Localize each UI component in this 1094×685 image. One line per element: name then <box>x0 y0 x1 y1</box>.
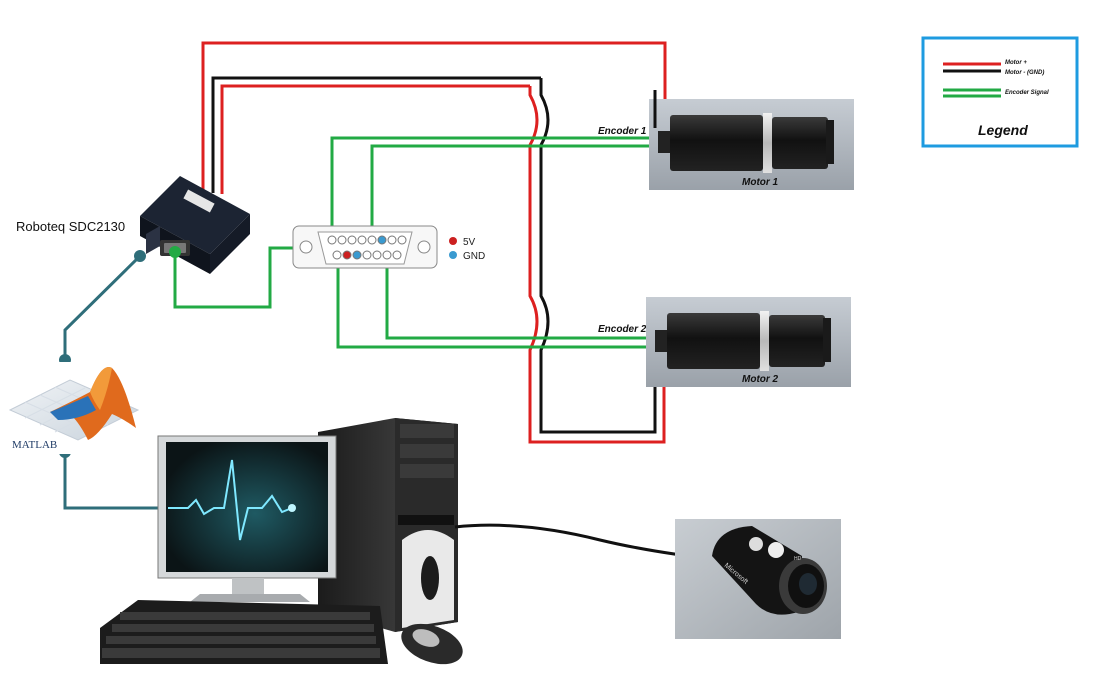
pin-11 <box>352 250 362 260</box>
motor-stubs <box>653 90 657 128</box>
pin-4 <box>357 235 367 245</box>
encoder1-wire-a <box>330 136 655 240</box>
motor-gnd-wire-1 <box>211 76 541 193</box>
motor-2 <box>646 297 851 387</box>
encoder2-wire-b <box>385 260 655 340</box>
legend: Motor + Motor - (GND) Encoder Signal Leg… <box>921 36 1079 148</box>
pin-2 <box>337 235 347 245</box>
link-controller-matlab <box>63 254 142 360</box>
motor-gnd-wire-1b <box>539 78 657 434</box>
encoder-wires <box>173 136 655 349</box>
legend-label-motor-gnd: Motor - (GND) <box>1005 70 1044 76</box>
encoder1-label: Encoder 1 <box>598 126 647 137</box>
monitor <box>157 435 337 602</box>
pin-1 <box>327 235 337 245</box>
heartbeat-line <box>168 459 293 541</box>
motor-plus-wire-inner-b <box>528 86 666 444</box>
pins-bottom <box>332 250 402 260</box>
link-matlab-pc <box>63 452 163 510</box>
pin-14 <box>382 250 392 260</box>
encoder2-wire-a <box>336 260 655 349</box>
legend-title: Legend <box>978 122 1028 138</box>
matlab-logo: MATLAB <box>8 362 140 454</box>
pin-10 <box>342 250 352 260</box>
encoder1-wire-b <box>370 144 655 240</box>
legend-label-encoder: Encoder Signal <box>1005 90 1049 96</box>
pin-7 <box>387 235 397 245</box>
pin-12 <box>362 250 372 260</box>
matlab-label: MATLAB <box>12 439 57 451</box>
data-links <box>63 254 163 510</box>
motor-plus-wire-inner <box>220 84 530 194</box>
pin-5 <box>367 235 377 245</box>
db15-connector <box>292 225 438 269</box>
motor2-label: Motor 2 <box>742 374 779 385</box>
encoder2-label: Encoder 2 <box>598 324 647 335</box>
controller-label: Roboteq SDC2130 <box>16 219 125 234</box>
keyboard <box>100 600 388 664</box>
link-node-1 <box>134 250 146 262</box>
legend-gnd-label: GND <box>463 251 485 262</box>
pin-13 <box>372 250 382 260</box>
legend-label-motor-plus: Motor + <box>1005 60 1027 66</box>
motor1-label: Motor 1 <box>742 177 779 188</box>
webcam: Microsoft HD <box>675 519 841 639</box>
legend-gnd-dot <box>449 251 457 259</box>
motor-plus-wire-outer <box>201 41 667 192</box>
motor-gnd-wire-m1 <box>541 90 655 130</box>
encoder-wire-controller <box>173 246 300 309</box>
legend-5v-label: 5V <box>463 237 476 248</box>
camera-badge: HD <box>794 556 802 562</box>
pin-8 <box>397 235 407 245</box>
computer-tower <box>318 418 458 632</box>
pins-top <box>327 235 407 245</box>
motor-1 <box>649 99 854 190</box>
pin-15 <box>392 250 402 260</box>
mouse <box>401 623 463 665</box>
pin-6 <box>377 235 387 245</box>
roboteq-controller <box>140 176 250 274</box>
pin-9 <box>332 250 342 260</box>
pin-3 <box>347 235 357 245</box>
legend-5v-dot <box>449 237 457 245</box>
motor-wires <box>201 41 667 444</box>
